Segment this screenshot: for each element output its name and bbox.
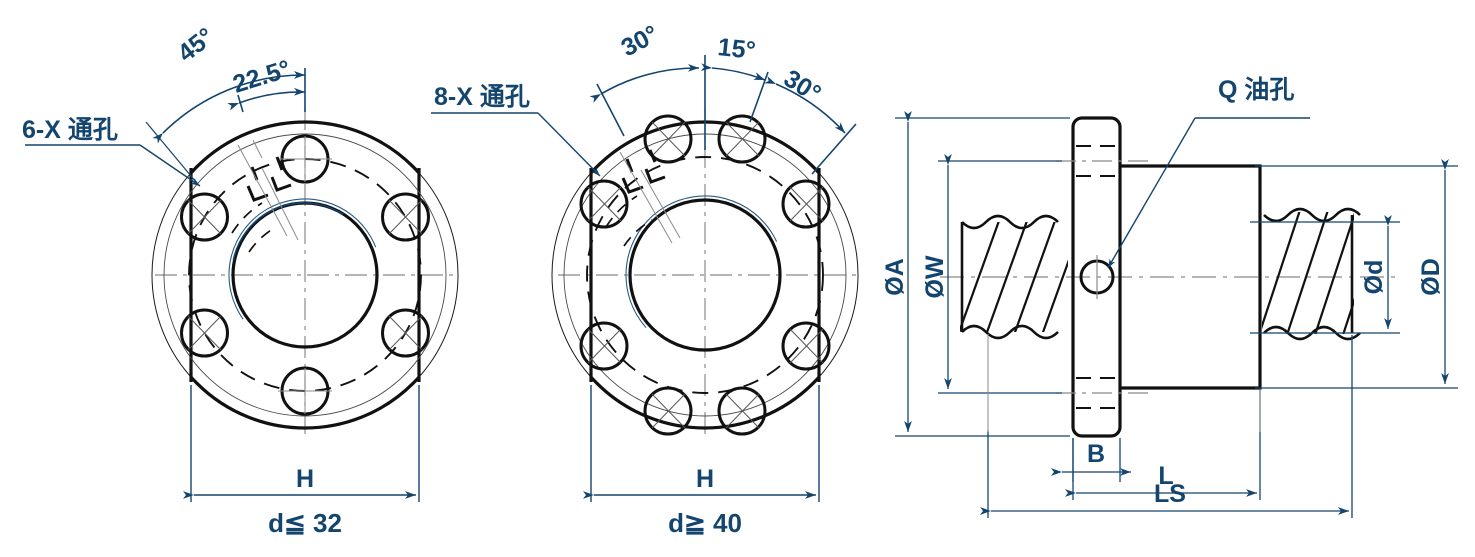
flange-plate-section: [1056, 116, 1148, 438]
dim-phiW: [938, 154, 1062, 394]
angle-label-45: 45°: [172, 22, 219, 67]
bolt-hole-hidden-lines: [1076, 145, 1117, 409]
hole-lower-left: [180, 308, 229, 358]
callout-8x-leader: [431, 112, 601, 177]
flange-body-left: [190, 120, 420, 430]
center-bore-middle: [628, 198, 782, 352]
bolt-hole-centerlines: [1056, 160, 1148, 394]
callout-oil-label: Q 油孔: [1218, 76, 1294, 104]
oil-hole-Q: [1079, 255, 1115, 299]
hole-upper-right: [381, 192, 430, 242]
dim-phiA: [895, 111, 1070, 437]
dim-LS-label: LS: [1154, 480, 1186, 508]
dim-H-middle: [583, 385, 820, 502]
dim-L-label: L: [1158, 462, 1173, 490]
angle-label-15: 15°: [716, 33, 757, 65]
note-d-le-32: d≦ 32: [268, 508, 342, 538]
hole-upper-right: [781, 179, 831, 229]
view-left-flange: 45° 22.5° 6-X 通孔 H d≦ 32: [22, 22, 459, 538]
dim-phid-label: Ød: [1360, 260, 1388, 295]
bolt-circle-middle: [586, 156, 824, 394]
ball-track-dashed-middle: [605, 195, 653, 247]
hole-lower-right: [781, 321, 831, 371]
dim-H-left: [183, 385, 420, 502]
callout-8x-label: 8-X 通孔: [434, 83, 530, 111]
through-holes-middle: [579, 114, 831, 436]
dim-B-label: B: [1087, 440, 1105, 468]
ball-return-detail-left: [246, 156, 292, 202]
hole-upper-left: [579, 179, 629, 229]
bore-inner-ref-mid: [625, 195, 785, 355]
angle-label-30-right: 30°: [779, 64, 826, 108]
hole-top-right: [717, 114, 767, 164]
angle-arc-30-left: [589, 63, 700, 103]
hole-top-left: [643, 114, 693, 164]
bore-inner-ref-left: [228, 198, 382, 352]
hole-bottom: [278, 366, 332, 416]
through-holes-left: [180, 134, 430, 416]
hole-top: [278, 134, 332, 184]
view-middle-flange: 30° 15° 30° 8-X 通孔 H d≧ 40: [431, 20, 860, 538]
screw-thread-left: [960, 214, 1068, 340]
view-side-section: Q 油孔 ØA ØW Ød ØD: [881, 76, 1458, 518]
angle-dimensions-middle: [589, 55, 857, 175]
dim-phiA-label: ØA: [881, 258, 909, 296]
note-d-ge-40: d≧ 40: [668, 508, 742, 538]
callout-oil-leader: [1107, 117, 1310, 269]
hole-lower-left: [579, 321, 629, 371]
dim-LS: [980, 335, 1353, 518]
nut-body-section: [1120, 164, 1262, 390]
hole-axis-lines-middle: [619, 151, 681, 244]
angle-dimensions-left: [145, 68, 306, 183]
hole-bottom-left: [643, 386, 693, 436]
callout-6x-leader: [25, 144, 201, 187]
hole-upper-left: [180, 192, 229, 242]
dim-phiD: [1255, 159, 1458, 389]
angle-arc-22-5: [227, 87, 306, 111]
callout-6x-label: 6-X 通孔: [22, 116, 118, 144]
hole-lower-right: [381, 308, 430, 358]
reference-circle-left: [163, 133, 447, 417]
hole-bottom-right: [717, 386, 767, 436]
angle-arc-15: [700, 63, 766, 81]
dim-H-left-label: H: [296, 465, 314, 493]
ball-track-dashed-left: [231, 202, 277, 253]
dim-phiW-label: ØW: [921, 255, 949, 298]
angle-arc-30-right: [764, 76, 846, 134]
ball-return-detail-middle: [621, 149, 666, 194]
dim-phiD-label: ØD: [1417, 258, 1445, 296]
dim-phid: [1250, 215, 1400, 334]
angle-label-30-left: 30°: [617, 20, 664, 62]
dim-H-middle-label: H: [696, 465, 714, 493]
extension-lines-side: [987, 334, 1261, 432]
centerlines-middle-flange: [558, 108, 860, 440]
centerlines-left-flange: [155, 108, 458, 440]
bore-highlight-arc-left: [232, 202, 344, 261]
